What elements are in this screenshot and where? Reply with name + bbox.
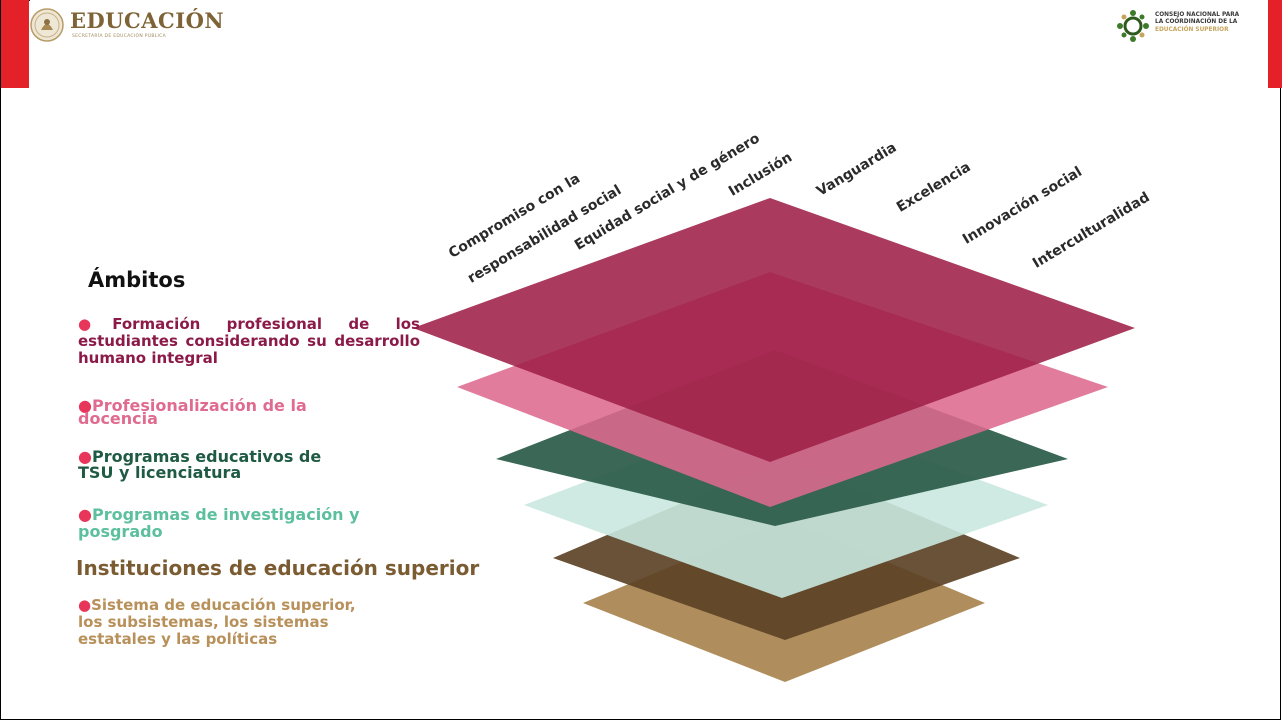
mexico-seal-icon	[30, 8, 64, 42]
ambito-item-docencia: ●Profesionalización de la docencia	[78, 396, 368, 428]
ambito-item-programas: ●Programas educativos de TSU y licenciat…	[78, 449, 348, 481]
ambito-item-investigacion-text: Programas de investigación y posgrado	[78, 505, 360, 541]
bullet-icon: ●	[78, 596, 92, 614]
slide-header	[30, 0, 1268, 88]
ambitos-heading: Ámbitos	[88, 268, 186, 292]
bullet-icon: ●	[78, 447, 92, 466]
council-line-1: CONSEJO NACIONAL PARA	[1155, 12, 1240, 18]
council-line-2: LA COORDINACIÓN DE LA	[1155, 19, 1238, 26]
left-red-bar	[1, 0, 29, 88]
ambito-item-docencia-text: Profesionalización de la docencia	[78, 396, 307, 428]
layer-formacion	[413, 198, 1135, 462]
ambito-item-instituciones: Instituciones de educación superior	[76, 556, 566, 580]
ambito-item-formacion-text: Formación profesional de los estudiantes…	[78, 315, 420, 367]
council-name: CONSEJO NACIONAL PARA LA COORDINACIÓN DE…	[1155, 12, 1239, 34]
ambito-item-formacion: ●Formación profesional de los estudiante…	[78, 316, 420, 367]
right-red-bar	[1268, 0, 1282, 88]
logo-subtitle: SECRETARÍA DE EDUCACIÓN PÚBLICA	[72, 34, 166, 39]
council-line-3: EDUCACIÓN SUPERIOR	[1155, 26, 1229, 33]
council-logo-icon	[1117, 10, 1149, 42]
ambito-item-programas-text: Programas educativos de TSU y licenciatu…	[78, 447, 322, 482]
logo-title: EDUCACIÓN	[70, 8, 225, 33]
ambito-item-sistema: ●Sistema de educación superior, los subs…	[78, 597, 378, 648]
ambito-item-investigacion: ●Programas de investigación y posgrado	[78, 506, 408, 540]
bullet-icon: ●	[78, 315, 113, 333]
bullet-icon: ●	[78, 505, 92, 524]
ambito-item-sistema-text: Sistema de educación superior, los subsi…	[78, 596, 356, 648]
bullet-icon: ●	[78, 396, 92, 415]
ambito-item-instituciones-text: Instituciones de educación superior	[76, 556, 480, 580]
